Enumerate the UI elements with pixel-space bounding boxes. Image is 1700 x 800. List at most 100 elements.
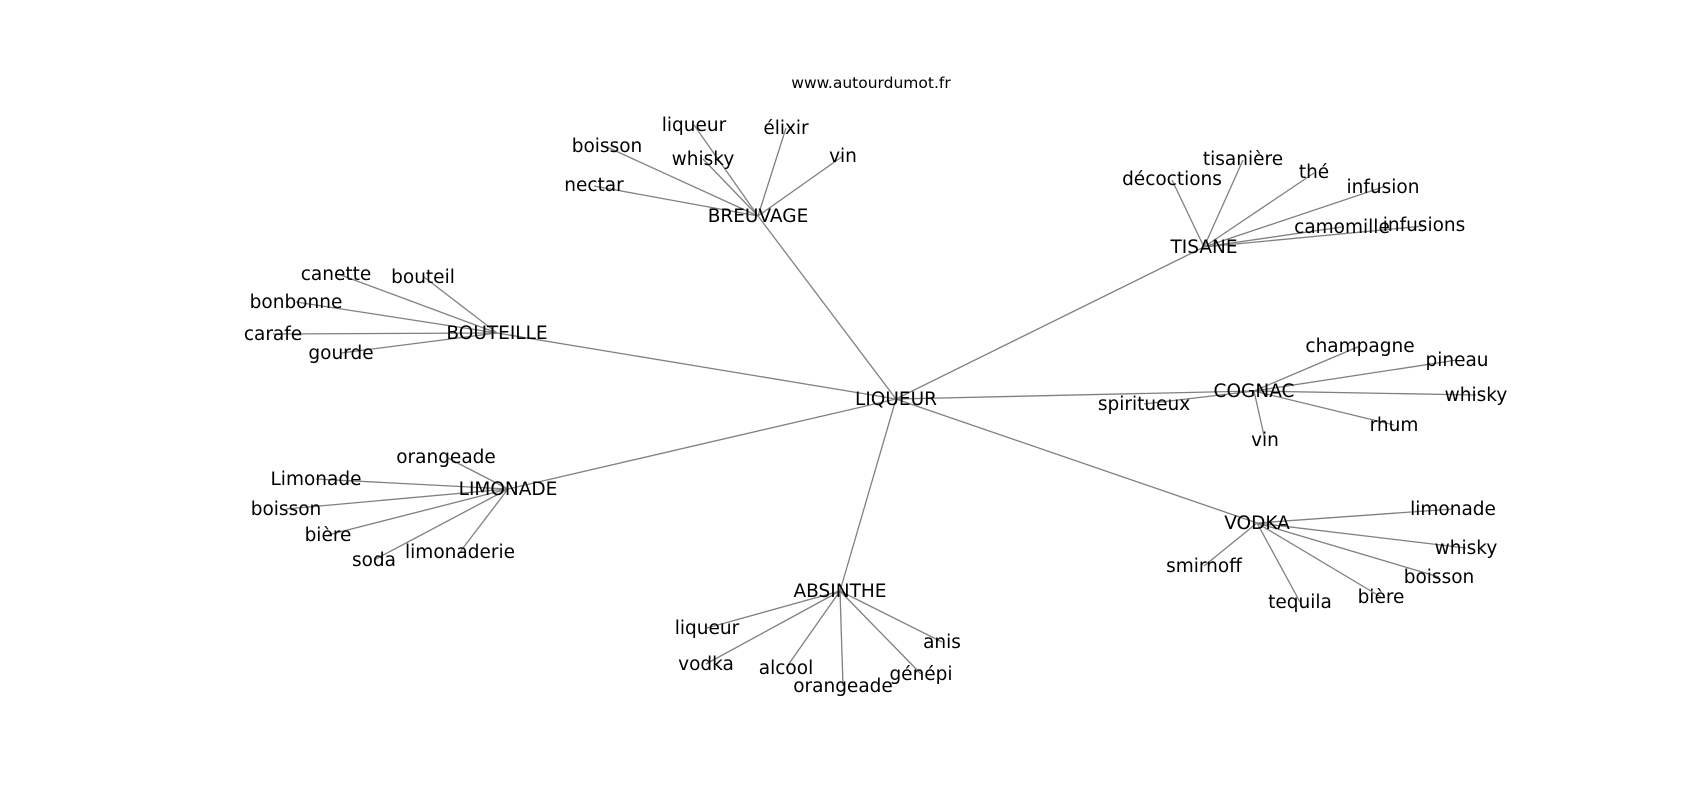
- leaf-node-absinthe-4: génépi: [889, 664, 952, 685]
- edge-tisane-leaf-1: [1171, 179, 1205, 248]
- graph-edges: [272, 124, 1477, 687]
- edge-tisane-leaf-3: [1203, 186, 1384, 248]
- edge-cognac-leaf-4: [1253, 390, 1395, 426]
- edge-cognac-leaf-1: [1253, 359, 1458, 392]
- edge-vodka-leaf-2: [1203, 522, 1258, 567]
- leaf-node-limonade-2: boisson: [251, 499, 322, 520]
- edge-breuvage-leaf-1: [757, 127, 787, 217]
- edge-limonade-leaf-4: [373, 488, 509, 561]
- edge-root-limonade: [507, 398, 897, 490]
- leaf-node-breuvage-4: vin: [829, 146, 857, 167]
- edge-limonade-leaf-0: [445, 456, 509, 490]
- leaf-node-limonade-4: soda: [352, 550, 396, 571]
- edge-breuvage-leaf-2: [606, 146, 759, 217]
- leaf-node-cognac-2: whisky: [1445, 385, 1508, 406]
- edge-root-absinthe: [839, 398, 897, 592]
- edge-tisane-leaf-0: [1203, 159, 1244, 248]
- leaf-node-absinthe-5: orangeade: [793, 676, 893, 697]
- cluster-node-absinthe: ABSINTHE: [794, 581, 887, 602]
- leaf-node-breuvage-2: boisson: [572, 136, 643, 157]
- edge-vodka-leaf-1: [1256, 522, 1467, 549]
- edge-limonade-leaf-2: [285, 488, 509, 510]
- edge-bouteille-leaf-0: [337, 273, 498, 334]
- leaf-node-cognac-0: champagne: [1305, 336, 1414, 357]
- leaf-node-bouteille-2: bonbonne: [250, 292, 343, 313]
- source-label: www.autourdumot.fr: [791, 74, 951, 92]
- leaf-node-vodka-4: bière: [1358, 587, 1405, 608]
- leaf-node-tisane-2: thé: [1299, 162, 1329, 183]
- edge-tisane-leaf-5: [1203, 225, 1425, 248]
- edge-breuvage-leaf-0: [693, 124, 759, 217]
- edge-absinthe-leaf-2: [705, 590, 841, 665]
- leaf-node-vodka-2: smirnoff: [1166, 556, 1243, 577]
- edge-cognac-leaf-0: [1253, 345, 1361, 392]
- leaf-node-tisane-4: camomille: [1294, 217, 1390, 238]
- leaf-node-absinthe-3: alcool: [759, 658, 813, 679]
- edge-absinthe-leaf-3: [785, 590, 841, 669]
- edge-limonade-leaf-1: [315, 478, 509, 490]
- graph-labels: LIQUEUR BREUVAGE liqueur élixir boisson whisk…: [244, 115, 1508, 697]
- edge-bouteille-leaf-2: [295, 301, 498, 334]
- leaf-node-vodka-3: boisson: [1404, 567, 1475, 588]
- edge-vodka-leaf-3: [1256, 522, 1440, 578]
- edge-limonade-leaf-5: [459, 488, 509, 553]
- leaf-node-absinthe-2: vodka: [678, 654, 734, 675]
- edge-absinthe-leaf-1: [839, 590, 943, 643]
- leaf-node-cognac-4: rhum: [1370, 415, 1419, 436]
- cluster-node-breuvage: BREUVAGE: [708, 206, 809, 227]
- leaf-node-bouteille-4: gourde: [308, 343, 373, 364]
- leaf-node-cognac-5: vin: [1251, 430, 1279, 451]
- edge-breuvage-leaf-4: [757, 155, 844, 217]
- cluster-node-tisane: TISANE: [1169, 237, 1237, 258]
- cluster-node-bouteille: BOUTEILLE: [446, 323, 547, 344]
- edge-limonade-leaf-3: [327, 488, 509, 536]
- leaf-node-tisane-0: tisanière: [1203, 149, 1283, 170]
- leaf-node-tisane-3: infusion: [1347, 177, 1420, 198]
- leaf-node-absinthe-0: liqueur: [675, 618, 740, 639]
- edge-bouteille-leaf-1: [423, 276, 498, 334]
- edge-root-tisane: [895, 246, 1205, 400]
- leaf-node-breuvage-1: élixir: [763, 118, 809, 139]
- edge-vodka-leaf-4: [1256, 522, 1382, 598]
- edge-bouteille-leaf-4: [340, 332, 498, 354]
- leaf-node-breuvage-3: whisky: [672, 149, 735, 170]
- edge-bouteille-leaf-3: [272, 332, 498, 335]
- edge-vodka-leaf-5: [1256, 522, 1301, 603]
- root-node-label: LIQUEUR: [855, 389, 937, 410]
- leaf-node-vodka-5: tequila: [1268, 592, 1332, 613]
- cluster-node-vodka: VODKA: [1224, 513, 1290, 534]
- leaf-node-limonade-1: Limonade: [271, 469, 362, 490]
- edge-root-bouteille: [496, 332, 897, 400]
- edge-cognac-leaf-2: [1253, 390, 1477, 396]
- edge-breuvage-leaf-5: [593, 185, 759, 217]
- edge-absinthe-leaf-4: [839, 590, 922, 675]
- leaf-node-vodka-1: whisky: [1435, 538, 1498, 559]
- edge-root-cognac: [895, 390, 1255, 400]
- edge-root-breuvage: [757, 215, 897, 400]
- leaf-node-tisane-5: infusions: [1383, 215, 1466, 236]
- edge-absinthe-leaf-0: [706, 590, 841, 629]
- cluster-node-cognac: COGNAC: [1214, 381, 1295, 402]
- leaf-node-breuvage-5: nectar: [564, 175, 624, 196]
- edge-vodka-leaf-0: [1256, 508, 1454, 524]
- leaf-node-absinthe-1: anis: [923, 632, 961, 653]
- edge-absinthe-leaf-5: [839, 590, 844, 687]
- edge-breuvage-leaf-3: [702, 158, 759, 217]
- edge-tisane-leaf-2: [1203, 172, 1315, 248]
- leaf-node-limonade-5: limonaderie: [405, 542, 515, 563]
- leaf-node-breuvage-0: liqueur: [662, 115, 727, 136]
- leaf-node-bouteille-3: carafe: [244, 324, 302, 345]
- leaf-node-vodka-0: limonade: [1410, 499, 1496, 520]
- leaf-node-limonade-3: bière: [305, 525, 352, 546]
- edge-tisane-leaf-4: [1203, 226, 1343, 248]
- leaf-node-cognac-1: pineau: [1425, 350, 1488, 371]
- leaf-node-limonade-0: orangeade: [396, 447, 496, 468]
- edge-cognac-leaf-5: [1253, 390, 1266, 441]
- leaf-node-tisane-1: décoctions: [1122, 169, 1222, 190]
- leaf-node-bouteille-0: canette: [301, 264, 372, 285]
- cluster-node-limonade: LIMONADE: [459, 479, 558, 500]
- edge-cognac-leaf-3: [1143, 390, 1255, 405]
- leaf-node-cognac-3: spiritueux: [1098, 394, 1190, 415]
- leaf-node-bouteille-1: bouteil: [391, 267, 455, 288]
